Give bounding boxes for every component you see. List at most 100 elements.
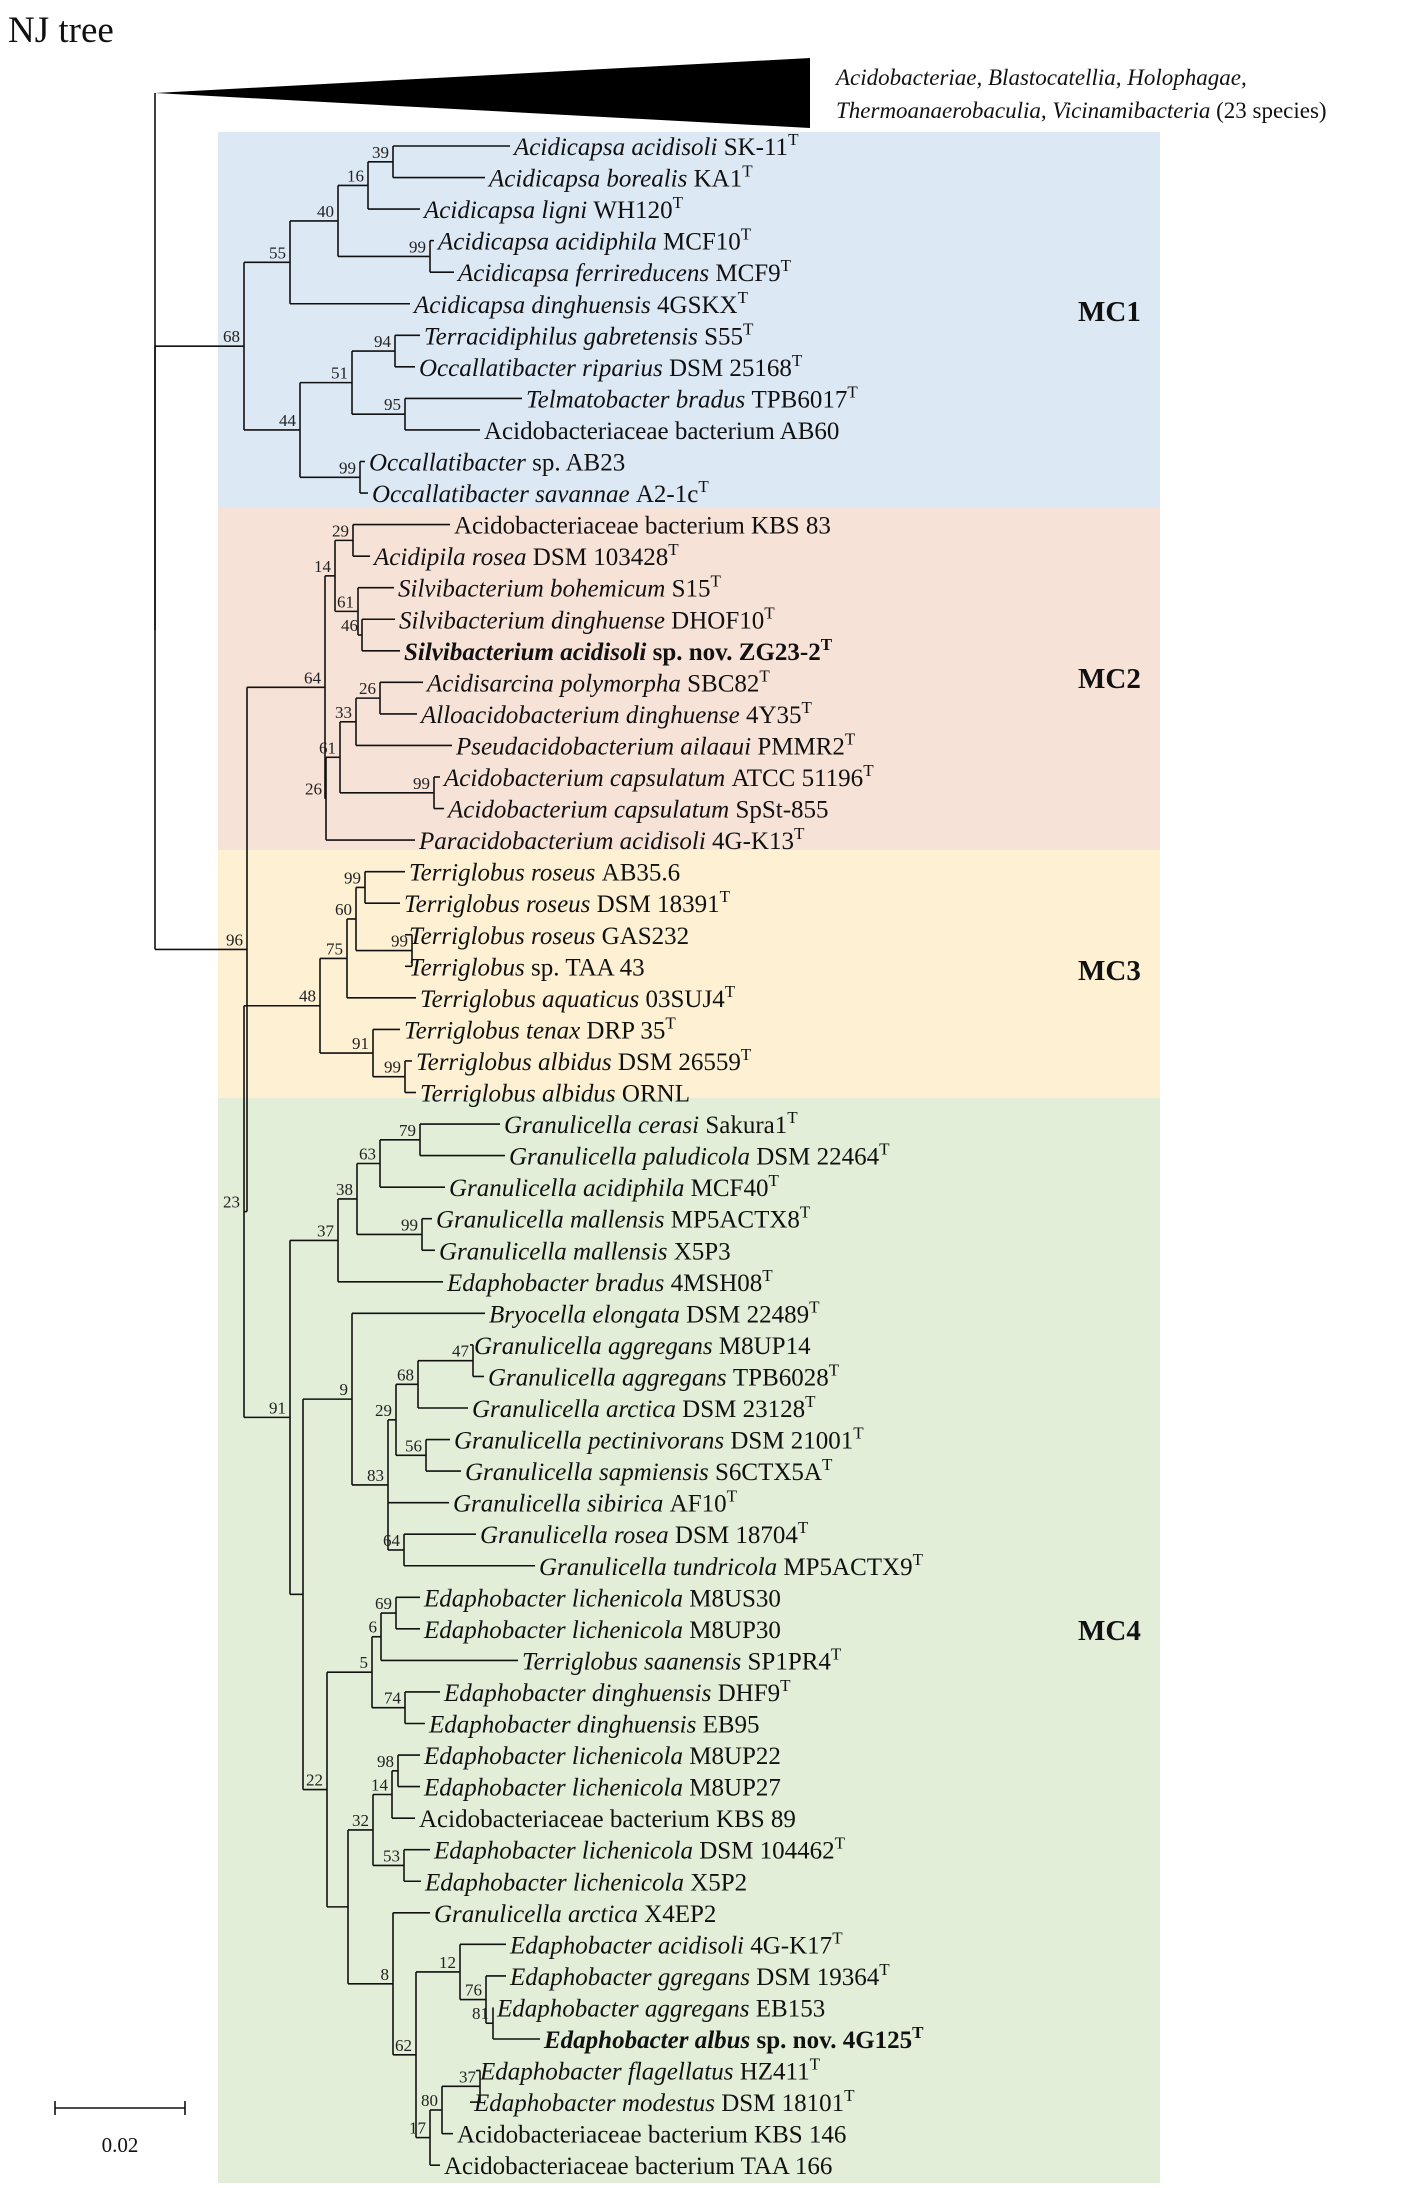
bootstrap-label: 6 bbox=[369, 1618, 378, 1637]
taxon-label: Acidobacterium capsulatum ATCC 51196T bbox=[442, 761, 874, 792]
taxon-label: Granulicella aggregans TPB6028T bbox=[488, 1360, 840, 1391]
taxon-label: Edaphobacter bradus 4MSH08T bbox=[446, 1266, 773, 1297]
bootstrap-label: 81 bbox=[472, 2004, 489, 2023]
bootstrap-label: 33 bbox=[335, 703, 352, 722]
bootstrap-label: 75 bbox=[326, 939, 343, 958]
taxon-label: Granulicella tundricola MP5ACTX9T bbox=[539, 1550, 924, 1581]
taxon-label: Acidicapsa ligni WH120T bbox=[422, 193, 684, 224]
bootstrap-label: 51 bbox=[331, 364, 348, 383]
taxon-label: Edaphobacter dinghuensis DHF9T bbox=[443, 1676, 791, 1707]
bootstrap-label: 69 bbox=[375, 1594, 392, 1613]
bootstrap-label: 37 bbox=[459, 2067, 477, 2086]
taxon-label: Bryocella elongata DSM 22489T bbox=[489, 1297, 820, 1328]
bootstrap-label: 99 bbox=[409, 237, 426, 256]
bootstrap-label: 91 bbox=[352, 1034, 369, 1053]
taxon-label: Acidobacteriaceae bacterium TAA 166 bbox=[444, 2153, 832, 2180]
taxon-label: Acidobacterium capsulatum SpSt-855 bbox=[446, 797, 829, 824]
outgroup-label-line1: Acidobacteriae, Blastocatellia, Holophag… bbox=[834, 65, 1247, 90]
taxon-label: Edaphobacter ggregans DSM 19364T bbox=[509, 1960, 890, 1991]
taxon-label: Occallatibacter sp. AB23 bbox=[369, 450, 625, 477]
taxon-label: Granulicella mallensis X5P3 bbox=[439, 1238, 731, 1265]
taxon-label: Terracidiphilus gabretensis S55T bbox=[424, 319, 754, 350]
bootstrap-label: 22 bbox=[306, 1771, 323, 1790]
bootstrap-label: 5 bbox=[360, 1653, 369, 1672]
bootstrap-label: 63 bbox=[359, 1144, 376, 1163]
bootstrap-label: 74 bbox=[384, 1689, 402, 1708]
taxon-label: Granulicella pectinivorans DSM 21001T bbox=[454, 1424, 864, 1455]
taxon-label: Terriglobus roseus DSM 18391T bbox=[404, 887, 731, 918]
taxon-label: Edaphobacter lichenicola X5P2 bbox=[424, 1869, 747, 1896]
taxon-label: Telmatobacter bradus TPB6017T bbox=[526, 382, 858, 413]
scale-bar-label: 0.02 bbox=[102, 2133, 139, 2157]
taxon-label: Alloacidobacterium dinghuense 4Y35T bbox=[419, 698, 813, 729]
bootstrap-label: 62 bbox=[395, 2036, 412, 2055]
bootstrap-label: 99 bbox=[391, 932, 408, 951]
taxon-label: Silvibacterium dinghuense DHOF10T bbox=[399, 603, 775, 634]
taxon-label: Edaphobacter lichenicola DSM 104462T bbox=[433, 1834, 846, 1865]
bootstrap-label: 68 bbox=[397, 1365, 414, 1384]
taxon-label: Edaphobacter acidisoli 4G-K17T bbox=[509, 1928, 843, 1959]
bootstrap-label: 17 bbox=[409, 2119, 427, 2138]
taxon-label: Edaphobacter albus sp. nov. 4G125T bbox=[543, 2023, 924, 2054]
bootstrap-label: 96 bbox=[226, 930, 243, 949]
taxon-label: Terriglobus aquaticus 03SUJ4T bbox=[420, 982, 736, 1013]
bootstrap-label: 80 bbox=[421, 2091, 438, 2110]
bootstrap-label: 23 bbox=[223, 1193, 240, 1212]
taxon-label: Occallatibacter savannae A2-1cT bbox=[372, 477, 709, 508]
bootstrap-label: 99 bbox=[384, 1058, 401, 1077]
taxon-label: Acidicapsa acidisoli SK-11T bbox=[512, 130, 799, 161]
taxon-label: Edaphobacter lichenicola M8UP30 bbox=[423, 1617, 781, 1644]
bootstrap-label: 61 bbox=[337, 592, 354, 611]
bootstrap-label: 14 bbox=[314, 557, 332, 576]
clade-label-mc3: MC3 bbox=[1078, 955, 1141, 987]
taxon-label: Terriglobus tenax DRP 35T bbox=[404, 1013, 676, 1044]
outgroup-label-line2: Thermoanaerobaculia, Vicinamibacteria (2… bbox=[836, 98, 1327, 123]
bootstrap-label: 94 bbox=[374, 332, 392, 351]
figure-title: NJ tree bbox=[8, 10, 114, 51]
bootstrap-label: 9 bbox=[340, 1380, 349, 1399]
bootstrap-label: 37 bbox=[317, 1221, 335, 1240]
taxon-label: Granulicella acidiphila MCF40T bbox=[449, 1171, 779, 1202]
bootstrap-label: 76 bbox=[465, 1981, 482, 2000]
bootstrap-label: 26 bbox=[359, 679, 376, 698]
taxon-label: Acidobacteriaceae bacterium KBS 89 bbox=[419, 1806, 796, 1833]
bootstrap-label: 46 bbox=[341, 616, 358, 635]
bootstrap-label: 39 bbox=[372, 143, 389, 162]
bootstrap-label: 91 bbox=[269, 1398, 286, 1417]
bootstrap-label: 60 bbox=[335, 900, 352, 919]
bootstrap-label: 95 bbox=[384, 395, 401, 414]
clade-label-mc4: MC4 bbox=[1078, 1615, 1141, 1647]
taxon-label: Edaphobacter dinghuensis EB95 bbox=[428, 1712, 760, 1739]
bootstrap-label: 40 bbox=[317, 202, 334, 221]
bootstrap-label: 32 bbox=[352, 1811, 369, 1830]
taxon-label: Terriglobus roseus GAS232 bbox=[409, 923, 689, 950]
bootstrap-label: 98 bbox=[377, 1752, 394, 1771]
taxon-label: Terriglobus albidus ORNL bbox=[420, 1081, 690, 1108]
taxon-label: Acidicapsa borealis KA1T bbox=[487, 162, 753, 193]
taxon-label: Granulicella arctica DSM 23128T bbox=[472, 1392, 816, 1423]
bootstrap-label: 44 bbox=[279, 411, 297, 430]
taxon-label: Terriglobus roseus AB35.6 bbox=[409, 860, 680, 887]
bootstrap-label: 64 bbox=[383, 1531, 401, 1550]
bootstrap-label: 56 bbox=[405, 1436, 422, 1455]
clade-band-mc4 bbox=[218, 1098, 1160, 2183]
taxon-label: Acidobacteriaceae bacterium AB60 bbox=[484, 418, 839, 445]
bootstrap-label: 12 bbox=[439, 1953, 456, 1972]
clade-band-mc1 bbox=[218, 132, 1160, 507]
taxon-label: Terriglobus sp. TAA 43 bbox=[409, 954, 645, 981]
taxon-label: Granulicella paludicola DSM 22464T bbox=[509, 1140, 890, 1171]
outgroup-triangle bbox=[155, 58, 810, 128]
taxon-label: Acidobacteriaceae bacterium KBS 83 bbox=[454, 513, 831, 540]
taxon-label: Pseudacidobacterium ailaaui PMMR2T bbox=[455, 729, 856, 760]
bootstrap-label: 61 bbox=[319, 738, 336, 757]
scale-bar: 0.02 bbox=[54, 2101, 186, 2157]
taxon-label: Terriglobus saanensis SP1PR4T bbox=[522, 1644, 842, 1675]
taxon-label: Edaphobacter lichenicola M8US30 bbox=[423, 1585, 781, 1612]
taxon-label: Acidicapsa dinghuensis 4GSKXT bbox=[412, 288, 749, 319]
bootstrap-label: 14 bbox=[371, 1775, 389, 1794]
bootstrap-label: 99 bbox=[339, 458, 356, 477]
taxon-label: Granulicella mallensis MP5ACTX8T bbox=[436, 1203, 811, 1234]
